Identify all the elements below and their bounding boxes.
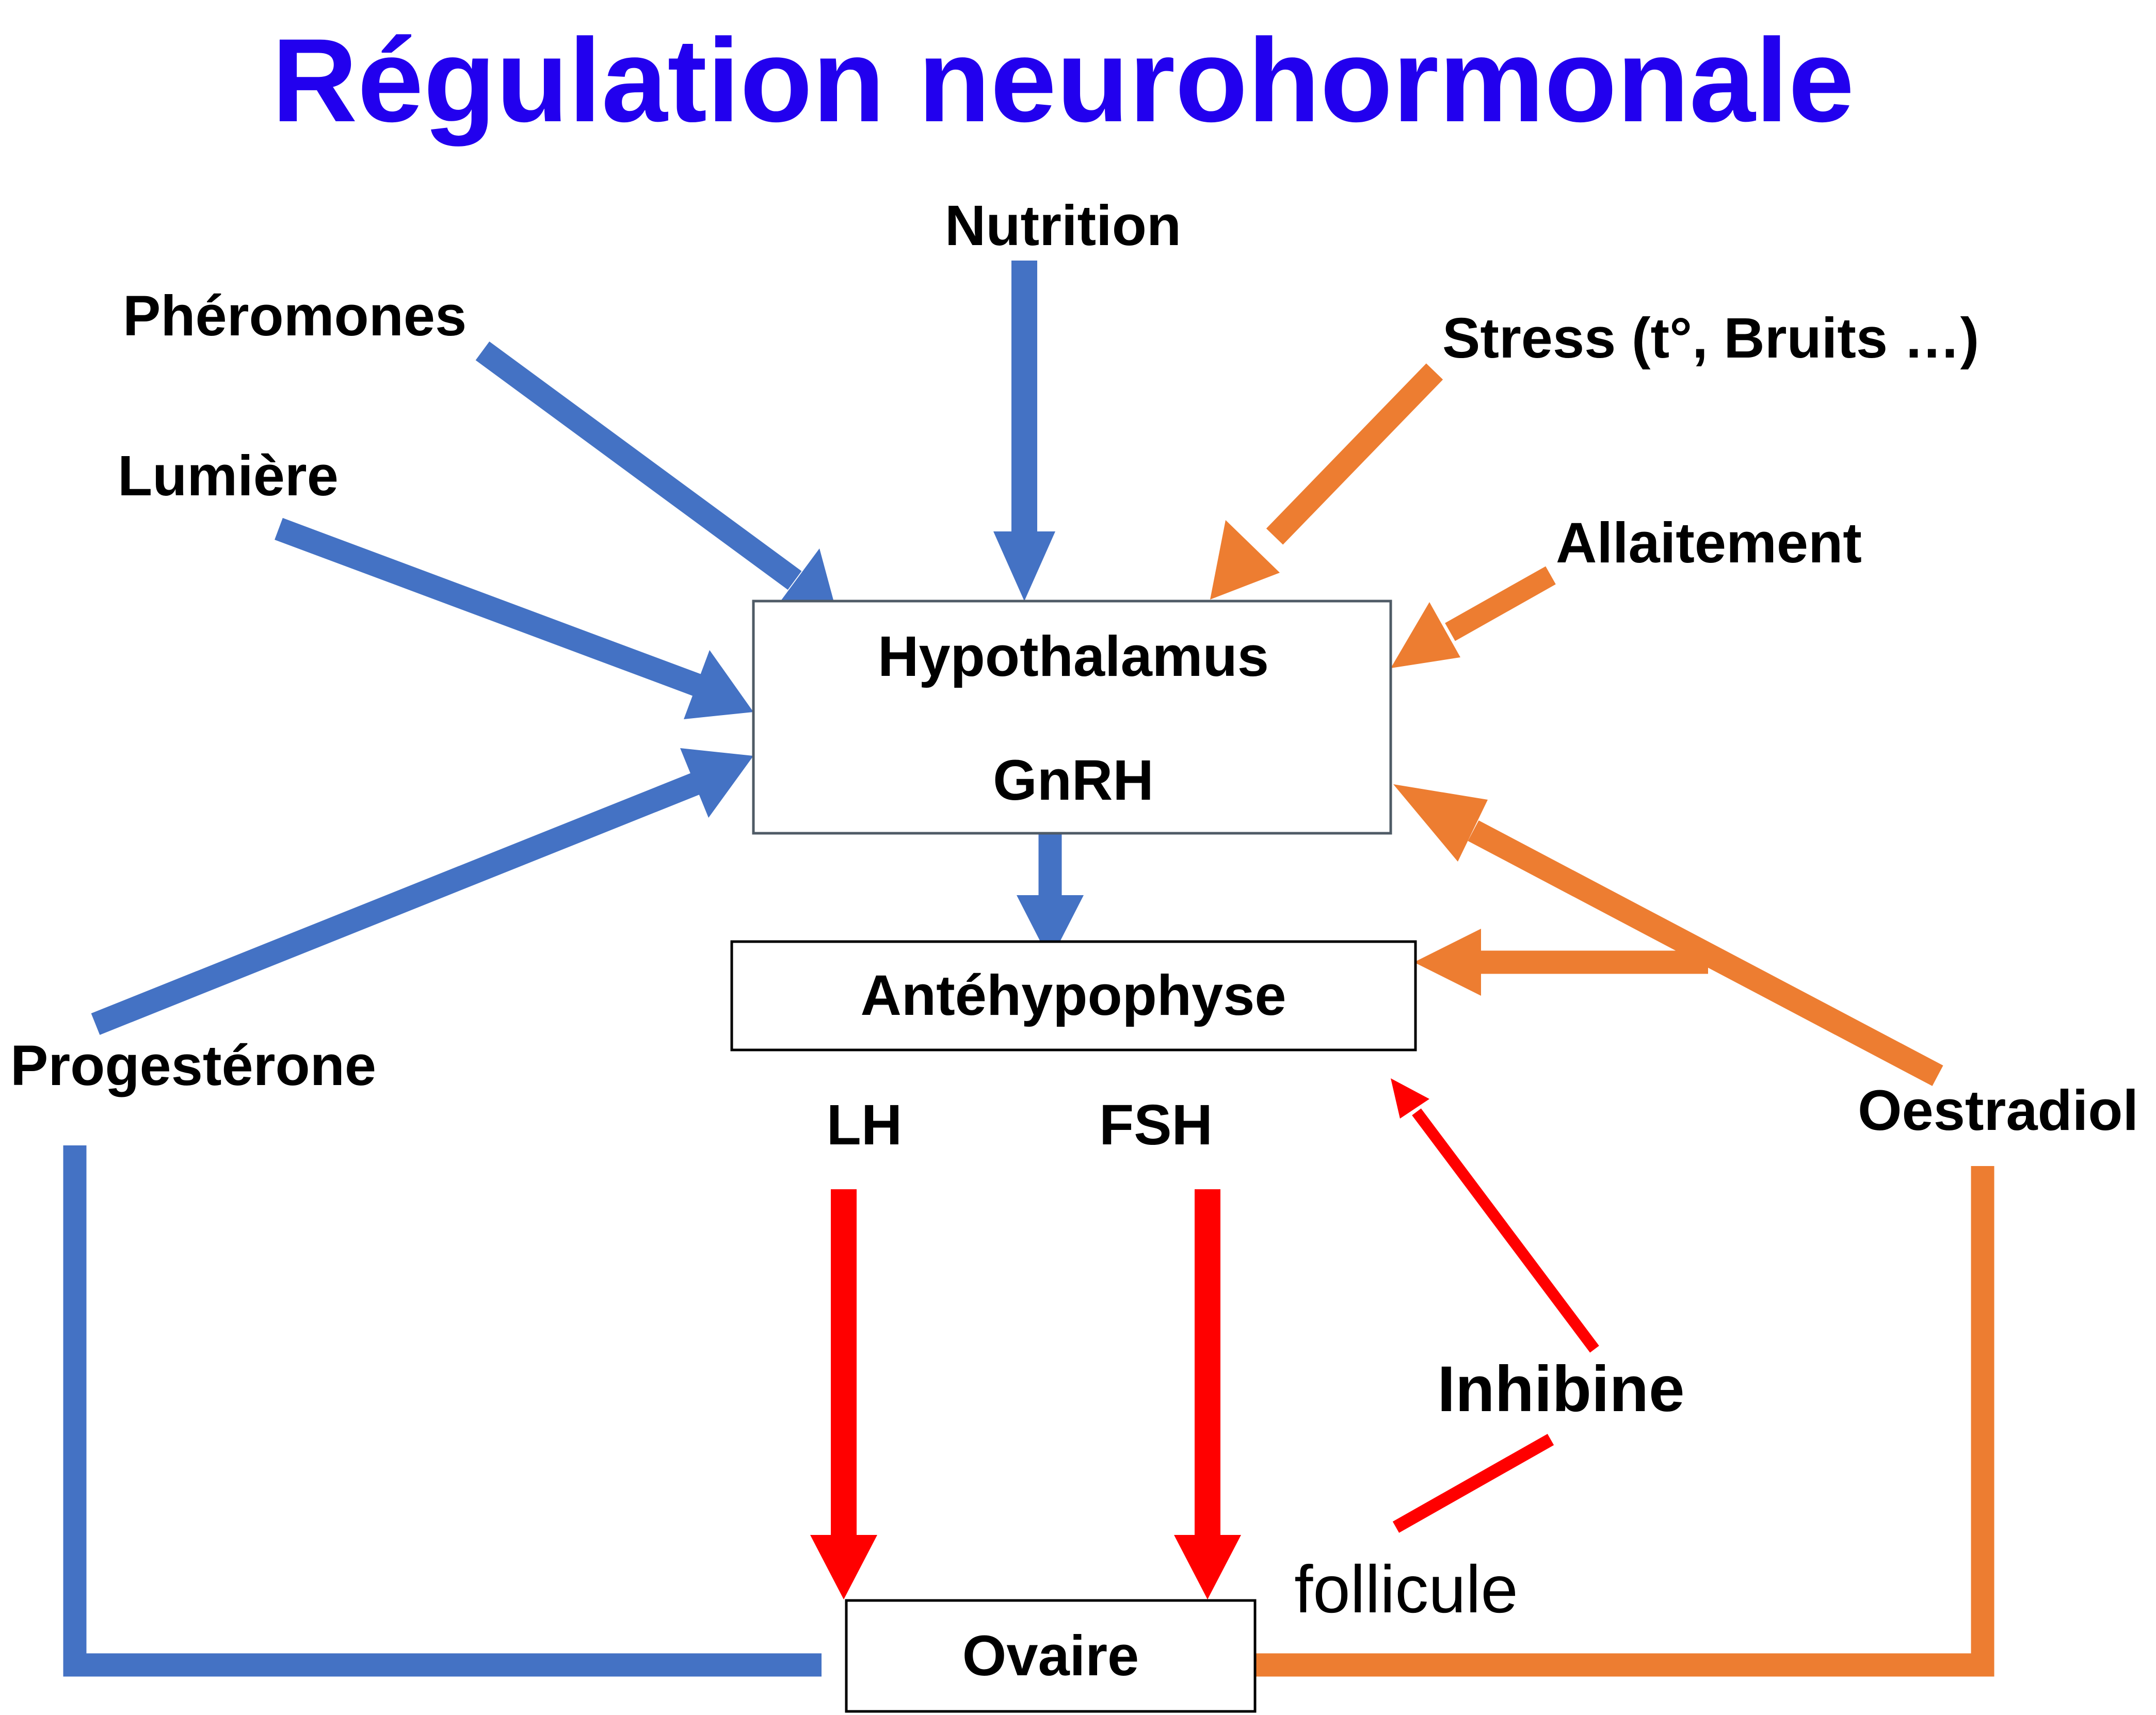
nutrition-arrow-head <box>993 531 1055 601</box>
lumiere-arrow-shaft <box>275 517 711 700</box>
lh-arrow-head <box>810 1535 877 1599</box>
pheromones-arrow-shaft <box>475 341 802 590</box>
inhibine-arrow-head <box>1391 1078 1429 1119</box>
fsh-label: FSH <box>1099 1093 1213 1157</box>
allaitement-arrow-head <box>1391 602 1460 668</box>
oestradiol-feedback-line <box>1255 1166 1994 1677</box>
progesterone-feedback-line <box>63 1145 822 1677</box>
follicule-label: follicule <box>1294 1551 1518 1627</box>
oestradiol-hypothalamus-arrow-head <box>1393 784 1488 862</box>
stress-arrow-shaft <box>1266 363 1443 545</box>
inhibine-label: Inhibine <box>1437 1353 1684 1425</box>
orange-arrows <box>1210 363 1994 1677</box>
progesterone-arrow-shaft <box>91 768 712 1035</box>
ovaire-label: Ovaire <box>962 1624 1139 1688</box>
red-arrows <box>810 1078 1599 1599</box>
hypothalamus-title: Hypothalamus <box>878 625 1269 688</box>
oestradiol-label: Oestradiol <box>1858 1079 2138 1142</box>
lumiere-arrow-head <box>684 650 753 719</box>
stress-arrow-head <box>1210 520 1280 600</box>
lumiere-label: Lumière <box>118 444 339 508</box>
inhibine-arrow-shaft <box>1412 1108 1599 1353</box>
diagram-title: Régulation neurohormonale <box>272 14 1855 147</box>
allaitement-label: Allaitement <box>1556 511 1862 575</box>
hypothalamus-hormone: GnRH <box>993 749 1154 812</box>
progesterone-arrow-head <box>680 748 753 818</box>
antehypophyse-box <box>730 940 1417 1051</box>
pheromones-label: Phéromones <box>123 284 466 348</box>
lh-label: LH <box>827 1093 903 1157</box>
follicule-inhibine-line <box>1392 1434 1554 1533</box>
oestradiol-antehypophyse-arrow-head <box>1414 929 1481 996</box>
ovaire-box <box>845 1599 1257 1713</box>
antehypophyse-label: Antéhypophyse <box>860 964 1286 1027</box>
allaitement-arrow-shaft <box>1445 566 1556 641</box>
stress-label: Stress (t°, Bruits …) <box>1442 306 1979 370</box>
progesterone-label: Progestérone <box>10 1034 376 1097</box>
gnrh-arrow-head <box>1017 895 1084 961</box>
fsh-arrow-head <box>1174 1535 1241 1599</box>
hypothalamus-box <box>752 600 1392 835</box>
nutrition-label: Nutrition <box>945 194 1181 257</box>
blue-arrows <box>63 261 1084 1677</box>
